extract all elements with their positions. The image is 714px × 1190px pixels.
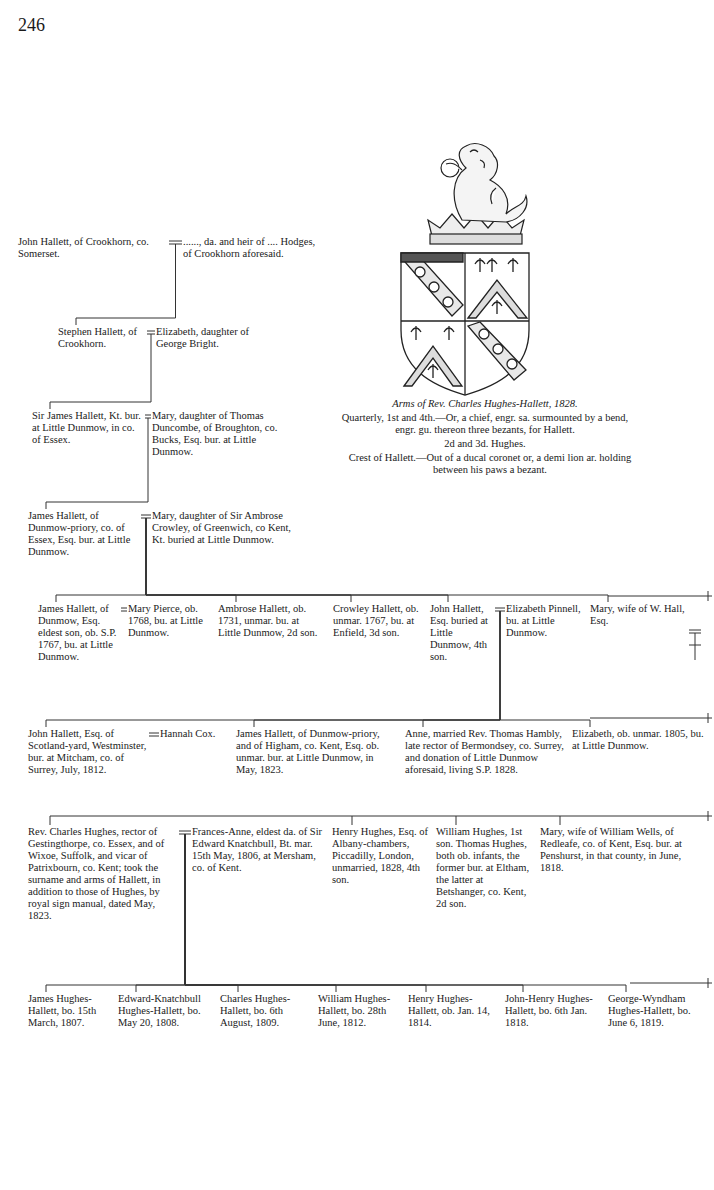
- person-text: William Hughes, 1st son. Thomas Hughes, …: [436, 826, 532, 910]
- person-text: John-Henry Hughes-Hallett, bo. 6th Jan. …: [505, 993, 597, 1029]
- person-entry: Rev. Charles Hughes, rector of Gestingth…: [28, 826, 178, 922]
- person-text: Henry Hughes, Esq. of Albany-chambers, P…: [332, 826, 430, 886]
- person-entry: Ambrose Hallett, ob. 1731, unmar. bu. at…: [218, 603, 318, 639]
- marriage-link: [169, 241, 182, 244]
- person-text: Mary, wife of W. Hall, Esq.: [590, 603, 686, 627]
- arms-caption: 2d and 3d. Hughes.: [340, 438, 630, 450]
- person-entry: Elizabeth Pinnell, bu. at Little Dunmow.: [506, 603, 584, 639]
- marriage-link: [149, 733, 159, 736]
- person-text: Elizabeth, ob. unmar. 1805, bu. at Littl…: [572, 728, 706, 752]
- person-text: Mary, daughter of Sir Ambrose Crowley, o…: [152, 510, 302, 546]
- continuation-tick: [708, 811, 709, 821]
- person-entry: Elizabeth, ob. unmar. 1805, bu. at Littl…: [572, 728, 706, 752]
- person-text: Sir James Hallett, Kt. bur. at Little Du…: [32, 410, 144, 446]
- person-text: Anne, married Rev. Thomas Hambly, late r…: [405, 728, 565, 776]
- person-entry: James Hughes-Hallett, bo. 15th March, 18…: [28, 993, 110, 1029]
- person-text: Mary, daughter of Thomas Duncombe, of Br…: [152, 410, 282, 458]
- person-text: Stephen Hallett, of Crookhorn.: [58, 326, 146, 350]
- person-entry: Crowley Hallett, ob. unmar. 1767, bu. at…: [333, 603, 423, 639]
- person-text: Charles Hughes-Hallett, bo. 6th August, …: [220, 993, 308, 1029]
- continuation-tick: [708, 713, 709, 723]
- person-entry: ......, da. and heir of .... Hodges, of …: [183, 236, 323, 260]
- person-text: James Hughes-Hallett, bo. 15th March, 18…: [28, 993, 110, 1029]
- continuation-tick: [708, 978, 709, 988]
- person-entry: Hannah Cox.: [160, 728, 230, 740]
- person-entry: John Hallett, of Crookhorn, co. Somerset…: [18, 236, 168, 260]
- person-text: Frances-Anne, eldest da. of Sir Edward K…: [192, 826, 327, 874]
- marriage-link: [179, 831, 191, 834]
- marriage-link: [141, 515, 151, 518]
- person-entry: George-Wyndham Hughes-Hallett, bo. June …: [608, 993, 706, 1029]
- marriage-sign: [689, 630, 701, 631]
- person-entry: Stephen Hallett, of Crookhorn.: [58, 326, 146, 350]
- issue-cross: [695, 633, 696, 660]
- continuation-bar: [590, 718, 712, 719]
- sibling-bar: [50, 816, 712, 817]
- person-entry: Frances-Anne, eldest da. of Sir Edward K…: [192, 826, 327, 874]
- person-entry: Mary Pierce, ob. 1768, bu. at Little Dun…: [128, 603, 206, 639]
- person-text: Rev. Charles Hughes, rector of Gestingth…: [28, 826, 178, 922]
- issue-cross: [689, 645, 701, 646]
- continuation-tick: [708, 591, 709, 601]
- person-text: James Hallett, of Dunmow-priory, and of …: [236, 728, 396, 776]
- drop-line: [456, 816, 457, 825]
- continuation-bar: [630, 983, 712, 984]
- person-text: James Hallett, of Dunmow, Esq. eldest so…: [38, 603, 120, 663]
- person-entry: Mary, wife of William Wells, of Redleafe…: [540, 826, 706, 874]
- person-entry: James Hallett, of Dunmow-priory, co. of …: [28, 510, 140, 558]
- person-text: William Hughes-Hallett, bo. 28th June, 1…: [318, 993, 406, 1029]
- arms-caption: Crest of Hallett.—Out of a ducal coronet…: [345, 452, 635, 476]
- descent-line: [76, 244, 176, 325]
- person-entry: Elizabeth, daughter of George Bright.: [156, 326, 266, 350]
- person-text: John Hallett, Esq. buried at Little Dunm…: [430, 603, 494, 663]
- arms-caption: Arms of Rev. Charles Hughes-Hallett, 182…: [350, 398, 620, 410]
- person-text: Crowley Hallett, ob. unmar. 1767, bu. at…: [333, 603, 423, 639]
- person-entry: Sir James Hallett, Kt. bur. at Little Du…: [32, 410, 144, 446]
- person-entry: Charles Hughes-Hallett, bo. 6th August, …: [220, 993, 308, 1029]
- person-entry: Edward-Knatchbull Hughes-Hallett, bo. Ma…: [118, 993, 210, 1029]
- person-entry: James Hallett, of Dunmow, Esq. eldest so…: [38, 603, 120, 663]
- person-entry: Henry Hughes-Hallett, ob. Jan. 14, 1814.: [408, 993, 500, 1029]
- marriage-link: [495, 608, 505, 611]
- person-text: Ambrose Hallett, ob. 1731, unmar. bu. at…: [218, 603, 318, 639]
- person-entry: Mary, daughter of Sir Ambrose Crowley, o…: [152, 510, 302, 546]
- person-entry: Anne, married Rev. Thomas Hambly, late r…: [405, 728, 565, 776]
- drop-line: [352, 816, 353, 825]
- person-text: John Hallett, Esq. of Scotland-yard, Wes…: [28, 728, 148, 776]
- person-entry: Mary, wife of W. Hall, Esq.: [590, 603, 686, 627]
- person-entry: William Hughes, 1st son. Thomas Hughes, …: [436, 826, 532, 910]
- person-text: James Hallett, of Dunmow-priory, co. of …: [28, 510, 140, 558]
- continuation-bar: [608, 596, 712, 597]
- person-entry: Mary, daughter of Thomas Duncombe, of Br…: [152, 410, 282, 458]
- marriage-link: [147, 331, 155, 334]
- shield: [401, 253, 529, 395]
- person-entry: Henry Hughes, Esq. of Albany-chambers, P…: [332, 826, 430, 886]
- person-text: Henry Hughes-Hallett, ob. Jan. 14, 1814.: [408, 993, 500, 1029]
- person-text: Elizabeth, daughter of George Bright.: [156, 326, 266, 350]
- person-text: Edward-Knatchbull Hughes-Hallett, bo. Ma…: [118, 993, 210, 1029]
- marriage-link: [145, 415, 151, 418]
- page-number: 246: [18, 16, 78, 36]
- drop-line: [560, 816, 561, 825]
- marriage-link: [121, 608, 127, 611]
- person-text: ......, da. and heir of .... Hodges, of …: [183, 236, 323, 260]
- person-text: John Hallett, of Crookhorn, co. Somerset…: [18, 236, 168, 260]
- person-entry: John-Henry Hughes-Hallett, bo. 6th Jan. …: [505, 993, 597, 1029]
- drop-line: [50, 816, 51, 825]
- person-entry: John Hallett, Esq. of Scotland-yard, Wes…: [28, 728, 148, 776]
- arms-caption: Quarterly, 1st and 4th.—Or, a chief, eng…: [340, 412, 630, 436]
- crest: [428, 144, 527, 244]
- person-entry: William Hughes-Hallett, bo. 28th June, 1…: [318, 993, 406, 1029]
- person-text: Mary, wife of William Wells, of Redleafe…: [540, 826, 706, 874]
- person-text: George-Wyndham Hughes-Hallett, bo. June …: [608, 993, 706, 1029]
- person-entry: James Hallett, of Dunmow-priory, and of …: [236, 728, 396, 776]
- person-text: Hannah Cox.: [160, 728, 230, 740]
- person-text: Elizabeth Pinnell, bu. at Little Dunmow.: [506, 603, 584, 639]
- person-text: Mary Pierce, ob. 1768, bu. at Little Dun…: [128, 603, 206, 639]
- person-entry: John Hallett, Esq. buried at Little Dunm…: [430, 603, 494, 663]
